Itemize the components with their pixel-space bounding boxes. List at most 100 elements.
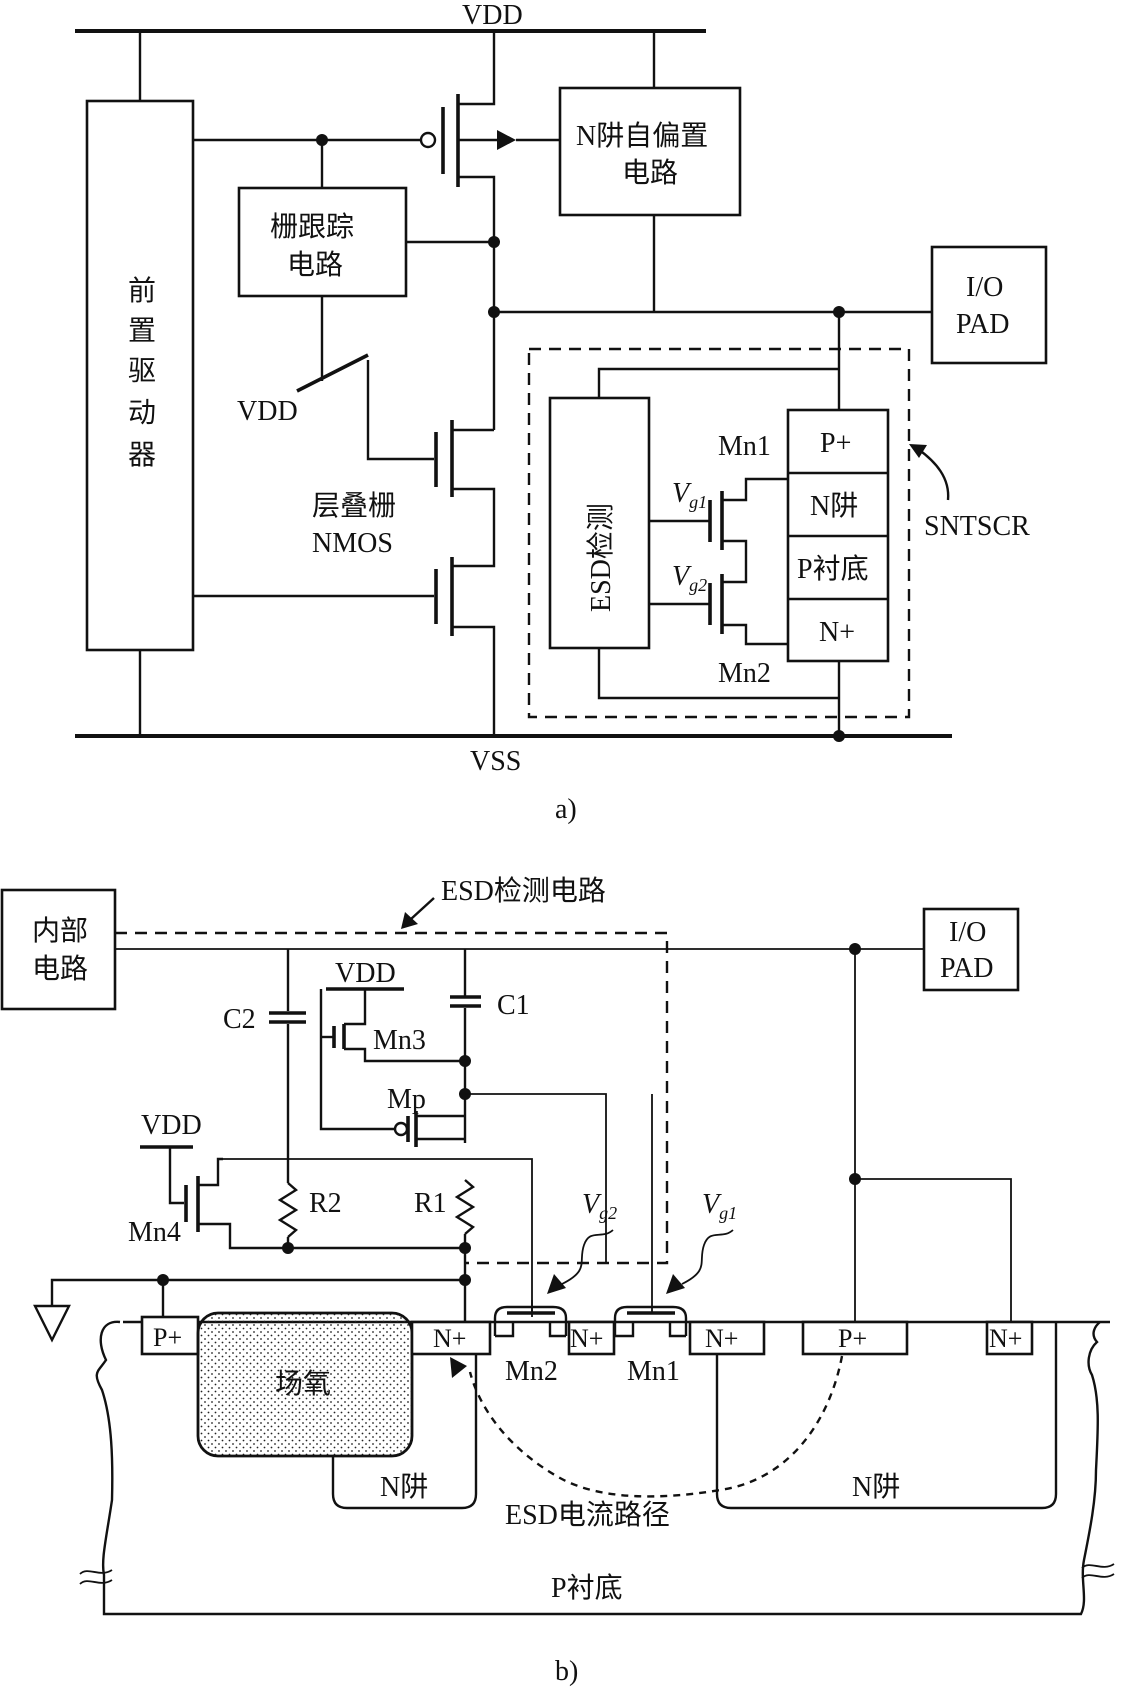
n-plus-diffusion — [410, 1320, 492, 1356]
scr-region-p-plus: P+ — [820, 428, 851, 459]
wire — [452, 625, 496, 736]
n-plus-diffusion — [567, 1320, 616, 1356]
io-pad-label-1: I/O — [966, 272, 1003, 303]
esd-current-path-label: ESD电流路径 — [505, 1499, 670, 1531]
diffusion-label: N+ — [570, 1324, 603, 1353]
diffusion-label: N+ — [433, 1324, 466, 1353]
esd-detect-circuit-label: ESD检测电路 — [441, 875, 606, 907]
break-mark-icon — [79, 1569, 113, 1575]
wire — [855, 1178, 1012, 1324]
scr-region-p-substrate: P衬底 — [797, 553, 869, 585]
arrowhead-icon — [401, 912, 418, 929]
gate-tracking-label-2: 电路 — [287, 249, 343, 281]
wire — [465, 1093, 607, 1263]
c2-label: C2 — [223, 1004, 256, 1035]
vdd-mn4-label: VDD — [141, 1110, 202, 1141]
junction-node — [459, 1274, 471, 1286]
wire — [465, 1158, 533, 1317]
mn3-label: Mn3 — [373, 1025, 426, 1056]
vdd-bar — [296, 353, 369, 393]
wire — [198, 1157, 223, 1187]
diffusion-label: N+ — [705, 1324, 738, 1353]
ground-icon — [33, 1304, 71, 1343]
mn2-ldd-left — [495, 1322, 515, 1338]
io-pad-b-label-1: I/O — [949, 917, 986, 948]
nwell-left — [331, 1354, 478, 1510]
pre-driver-label-3: 驱 — [128, 356, 156, 387]
mn2-ldd-right — [548, 1322, 566, 1338]
mn2-gate-structure — [493, 1305, 568, 1336]
vg1-label: Vg1 — [672, 478, 707, 512]
figure-a: VDD VSS 前 置 驱 动 器 N阱自偏置 电路 栅跟踪 — [75, 0, 1048, 825]
mn1-ldd-right — [668, 1322, 686, 1338]
diffusion-label: N+ — [989, 1324, 1022, 1353]
vss-rail-label: VSS — [470, 746, 521, 777]
esd-detect-block — [548, 396, 651, 650]
pre-driver-label-4: 动 — [128, 398, 156, 429]
pmos-gate-bubble-icon — [419, 131, 437, 149]
vg2-label: Vg2 — [672, 561, 707, 595]
gate-tracking-block — [237, 186, 408, 298]
vg1-b-label: Vg1 — [702, 1189, 737, 1223]
vdd-rail-label: VDD — [462, 0, 523, 31]
wire — [458, 31, 496, 106]
internal-circuit-label-1: 内部 — [32, 915, 88, 947]
sntscr-arrow — [917, 448, 950, 501]
wire — [50, 1278, 465, 1305]
io-pad-b-label-2: PAD — [940, 953, 993, 984]
io-pad-block — [930, 245, 1048, 365]
mn1-label: Mn1 — [718, 431, 771, 462]
break-mark-icon — [79, 1579, 113, 1585]
wire — [344, 989, 367, 1026]
wire — [722, 477, 788, 502]
break-mark-icon — [1081, 1573, 1115, 1579]
mp-gate-bubble-icon — [393, 1121, 409, 1137]
mn2-b-label: Mn2 — [505, 1356, 558, 1387]
arrowhead-icon — [547, 1274, 566, 1294]
pre-driver-block — [85, 99, 195, 652]
c1-label: C1 — [497, 990, 530, 1021]
nwell-bias-block — [558, 86, 742, 217]
wire — [452, 487, 496, 568]
p-plus-diffusion — [801, 1320, 909, 1356]
nwell-bias-label-2: 电路 — [622, 157, 678, 189]
sntscr-label: SNTSCR — [924, 511, 1030, 542]
wire — [722, 623, 788, 646]
pre-driver-label-1: 前 — [128, 275, 156, 307]
internal-circuit-block — [0, 888, 117, 1011]
io-pad-label-2: PAD — [956, 309, 1009, 340]
nwell-bias-label-1: N阱自偏置 — [576, 120, 708, 152]
mn1-ldd-left — [615, 1322, 635, 1338]
mn1-gate-structure — [613, 1305, 688, 1336]
caption-b: b) — [555, 1656, 578, 1687]
p-plus-diffusion — [140, 1315, 200, 1356]
vdd-local-label: VDD — [237, 396, 298, 427]
wire — [597, 648, 839, 700]
pre-driver-label-5: 器 — [128, 440, 156, 471]
r1-label: R1 — [414, 1188, 447, 1219]
junction-node — [488, 236, 500, 248]
stacked-gate-label-2: NMOS — [312, 528, 393, 559]
nwell-left-label: N阱 — [380, 1471, 428, 1503]
wire — [458, 175, 496, 312]
p-substrate-label: P衬底 — [551, 1572, 623, 1604]
junction-node — [459, 1242, 471, 1254]
internal-circuit-label-2: 电路 — [32, 953, 88, 985]
diffusion-label: P+ — [838, 1324, 867, 1353]
gate-tracking-label-1: 栅跟踪 — [270, 211, 354, 243]
diffusion-label: P+ — [153, 1323, 182, 1352]
n-plus-diffusion — [688, 1320, 766, 1356]
field-oxide-label: 场氧 — [275, 1368, 331, 1400]
vg2-b-label: Vg2 — [582, 1189, 617, 1223]
mn4-label: Mn4 — [128, 1217, 181, 1248]
bulk-arrow-icon — [497, 130, 516, 150]
mp-label: Mp — [387, 1084, 426, 1115]
junction-node — [459, 1055, 471, 1067]
field-oxide — [196, 1311, 414, 1458]
mn2-label: Mn2 — [718, 658, 771, 689]
vg2-squiggle-arrow — [561, 1229, 614, 1285]
junction-node — [282, 1242, 294, 1254]
vg1-squiggle-arrow — [681, 1229, 734, 1285]
vdd-mn3-label: VDD — [335, 958, 396, 989]
scr-region-nwell: N阱 — [810, 490, 858, 522]
